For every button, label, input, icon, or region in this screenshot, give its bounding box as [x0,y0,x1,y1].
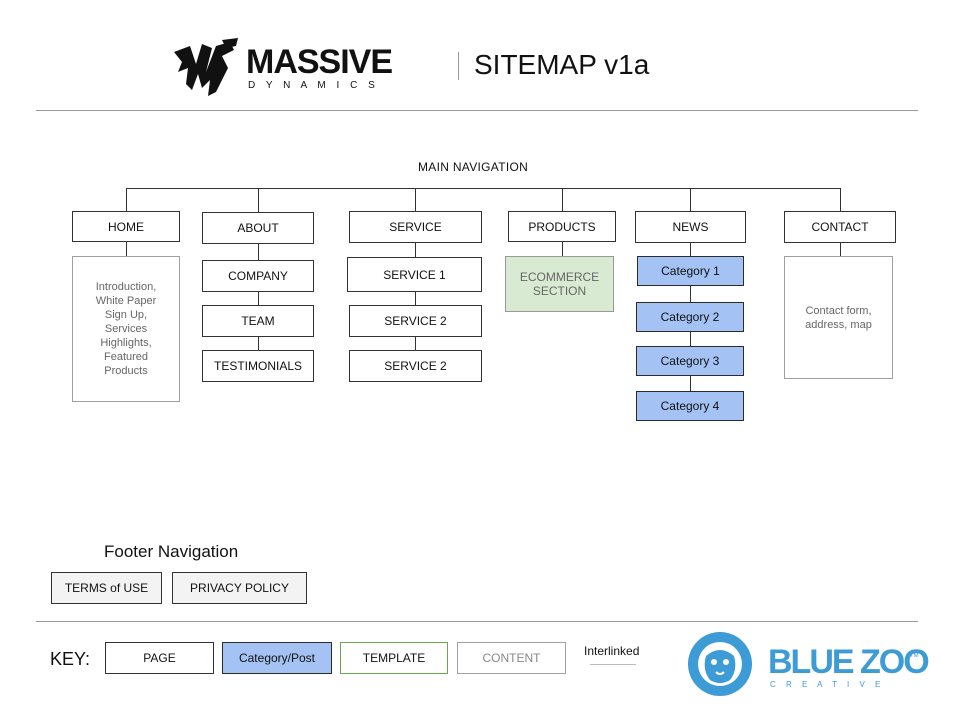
about-team[interactable]: TEAM [202,305,314,337]
main-nav-label: MAIN NAVIGATION [418,160,529,174]
header-separator [458,52,459,80]
footer-privacy-policy[interactable]: PRIVACY POLICY [172,572,307,604]
connector-home-content [126,242,127,257]
nav-news[interactable]: NEWS [635,211,746,243]
contact-content: Contact form, address, map [784,256,893,379]
service-2b[interactable]: SERVICE 2 [349,350,482,382]
key-interlinked-line [590,664,636,665]
key-label: KEY: [50,649,91,669]
connector-products-template [562,242,563,256]
nav-products[interactable]: PRODUCTS [508,211,616,242]
bluezoo-lion-icon [688,632,752,696]
nav-about[interactable]: ABOUT [202,212,314,244]
key-interlinked-label: Interlinked [584,644,640,658]
key-page: PAGE [105,642,214,674]
bluezoo-logo: BLUE ZOO TM C R E A T I V E [686,630,930,700]
bluezoo-tm: TM [910,653,919,659]
footer-nav-title: Footer Navigation [104,542,239,561]
about-company[interactable]: COMPANY [202,260,314,292]
connector-service-children [415,243,416,350]
bluezoo-subtitle: C R E A T I V E [770,680,885,689]
news-category-1[interactable]: Category 1 [637,256,744,286]
footer-rule [36,621,918,622]
key-template: TEMPLATE [340,642,448,674]
connector-about-children [258,244,259,350]
footer-terms-of-use[interactable]: TERMS of USE [51,572,162,604]
home-content: Introduction, White Paper Sign Up, Servi… [72,256,180,402]
massive-dynamics-logo: MASSIVE D Y N A M I C S [172,38,434,100]
news-category-2[interactable]: Category 2 [636,302,744,332]
nav-service[interactable]: SERVICE [349,211,482,243]
about-testimonials[interactable]: TESTIMONIALS [202,350,314,382]
connector-news [690,188,691,211]
products-ecommerce-section[interactable]: ECOMMERCE SECTION [505,256,614,312]
connector-products [562,188,563,211]
connector-home [126,188,127,212]
key-content: CONTENT [457,642,566,674]
connector-contact-content [840,243,841,257]
page-title: SITEMAP v1a [474,49,650,80]
key-category-post: Category/Post [222,642,332,674]
nav-contact[interactable]: CONTACT [784,211,896,243]
bluezoo-wordmark: BLUE ZOO [768,643,930,681]
connector-service [415,188,416,212]
service-1[interactable]: SERVICE 1 [347,257,482,292]
logo-wordmark: MASSIVE [246,43,393,81]
service-2a[interactable]: SERVICE 2 [349,305,482,337]
nav-connector-bar [126,188,841,189]
nav-home[interactable]: HOME [72,211,180,242]
connector-about [258,188,259,212]
massive-dynamics-emblem-icon [174,38,238,96]
logo-subtitle: D Y N A M I C S [248,80,379,91]
connector-contact [840,188,841,211]
news-category-3[interactable]: Category 3 [636,346,744,376]
news-category-4[interactable]: Category 4 [636,391,744,421]
header-rule [36,110,918,111]
